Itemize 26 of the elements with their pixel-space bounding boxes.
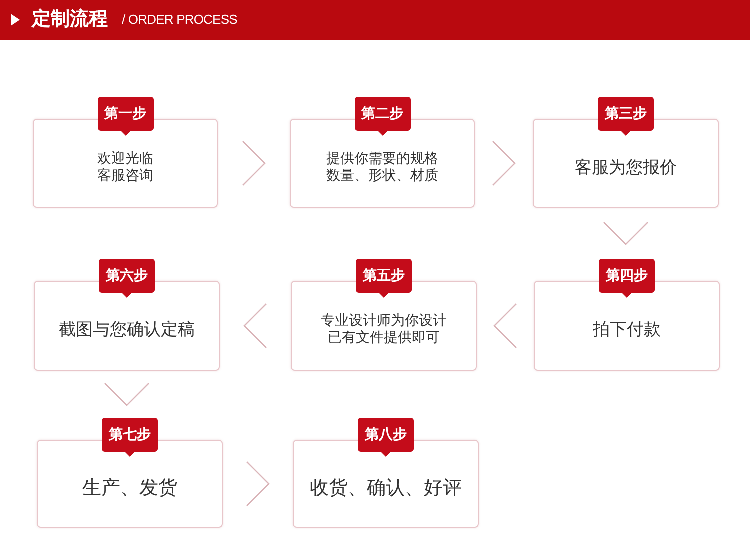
step-badge: 第七步	[102, 418, 158, 457]
step-text: 提供你需要的规格数量、形状、材质	[326, 150, 440, 184]
step-badge: 第八步	[358, 418, 414, 457]
step-text: 生产、发货	[82, 476, 178, 500]
step-text: 欢迎光临客服咨询	[96, 150, 154, 184]
step-card	[290, 97, 475, 208]
subtitle: / ORDER PROCESS	[122, 12, 238, 28]
step-badge: 第二步	[354, 97, 410, 136]
step-card	[291, 259, 477, 371]
step-card	[293, 418, 479, 528]
step-text: 截图与您确认定稿	[59, 320, 195, 340]
step-text: 客服为您报价	[575, 158, 677, 178]
step-badge: 第五步	[356, 259, 412, 298]
page-title: 定制流程	[32, 7, 108, 32]
step-card	[37, 418, 223, 528]
step-badge: 第一步	[98, 97, 154, 136]
step-badge: 第六步	[99, 259, 155, 298]
step-card	[34, 259, 220, 371]
step-text: 专业设计师为你设计已有文件提供即可	[320, 313, 448, 347]
step-card	[33, 97, 218, 208]
step-card	[534, 259, 720, 371]
step-text: 拍下付款	[593, 320, 661, 340]
step-text: 收货、确认、好评	[310, 476, 462, 500]
step-badge: 第四步	[599, 259, 655, 298]
step-card	[533, 97, 719, 208]
step-badge: 第三步	[598, 97, 654, 136]
